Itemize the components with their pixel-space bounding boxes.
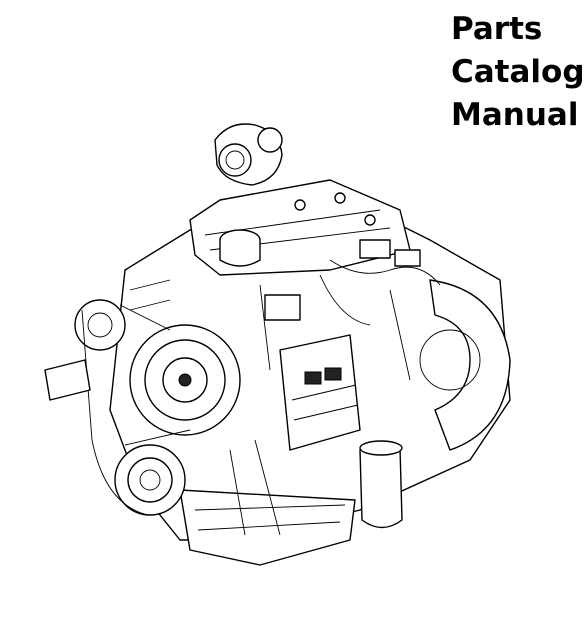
title-line-catalog: Catalog <box>451 54 585 90</box>
title-line-parts: Parts <box>451 11 543 47</box>
engine-illustration <box>30 110 530 610</box>
engine-drawing-icon <box>44 123 511 566</box>
title-line-manual: Manual <box>451 97 579 133</box>
document-title: Parts Catalog Manual <box>451 8 585 137</box>
